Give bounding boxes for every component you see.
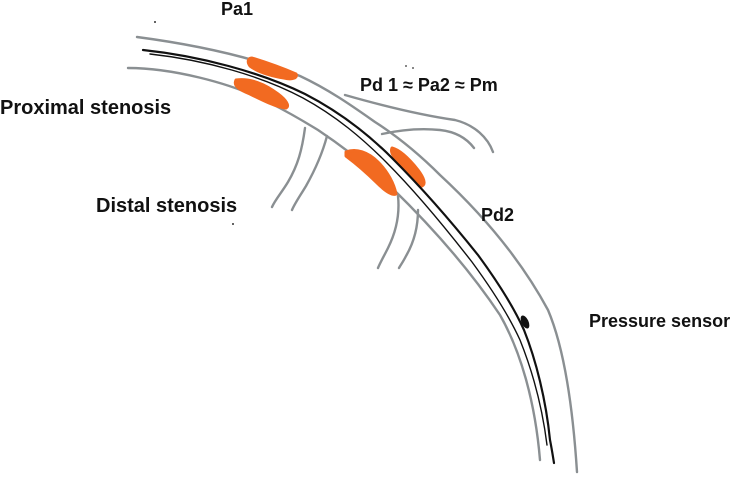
proximal-stenosis-lower-lesion [233,78,290,110]
vessel-walls [126,35,579,474]
speckle-dot [405,65,407,67]
label-pd2: Pd2 [481,205,515,225]
proximal-stenosis-upper-lesion [246,56,298,81]
speckle-dot [412,67,414,69]
distal-stenosis-right-lesion [390,146,426,188]
label-pd1-pa2-pm: Pd 1 ≈ Pa2 ≈ Pm [360,75,498,95]
label-distal-stenosis: Distal stenosis [96,195,238,217]
side-branch-distal-left [376,194,400,270]
guidewire [141,48,556,465]
label-pa1: Pa1 [221,0,254,19]
label-proximal-stenosis: Proximal stenosis [0,97,172,119]
pressure-sensor-marker [520,315,530,329]
main-vessel-lower-wall [126,66,542,462]
speckles [154,21,414,225]
stenosis-lesions [233,56,426,196]
speckle-dot [154,21,156,23]
speckle-dot [232,223,234,225]
label-pressure-sensor: Pressure sensor [589,311,731,331]
side-branch-upper-right-top [343,93,495,154]
side-branch-distal-right [397,208,420,270]
side-branch-proximal-left [270,126,307,209]
guidewire-main [141,48,556,465]
side-branch-proximal-right [290,134,329,212]
main-vessel-upper-wall [135,35,579,474]
distal-stenosis-left-lesion [344,148,398,196]
guidewire-parallel [149,53,548,446]
side-branch-upper-right-bottom [380,128,476,150]
pressure-sensor-icon [520,315,530,329]
